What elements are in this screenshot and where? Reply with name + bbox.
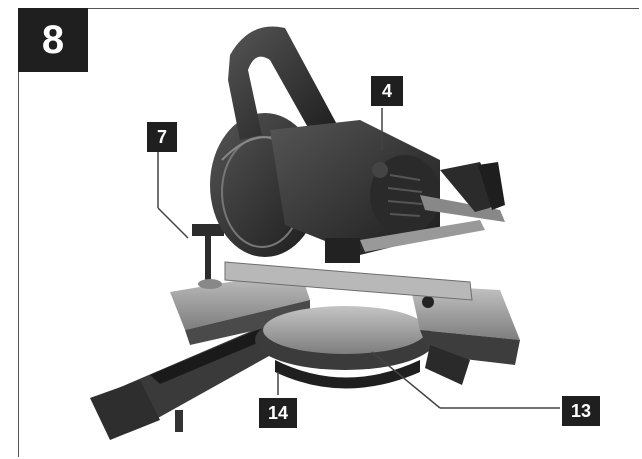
base-left-wing <box>170 270 310 330</box>
leader-13 <box>371 351 441 409</box>
fence <box>224 261 473 301</box>
figure-number: 8 <box>18 8 88 72</box>
rail-clamp-knob <box>175 410 183 432</box>
slide-rail-lower <box>360 220 485 252</box>
right-foot <box>425 345 470 385</box>
turntable <box>263 306 427 354</box>
motor-vents <box>387 174 423 217</box>
motor-brush-cap <box>372 162 388 178</box>
turntable-scale <box>275 360 420 389</box>
handle <box>228 26 340 141</box>
leader-7b <box>157 207 189 239</box>
hold-down-foot <box>198 279 222 289</box>
slide-rail-upper <box>420 195 505 222</box>
laser-module <box>325 238 360 263</box>
hold-down-post <box>205 232 211 282</box>
rear-grip <box>478 162 505 210</box>
callout-7: 7 <box>147 122 177 152</box>
callout-4: 4 <box>371 76 403 106</box>
bevel-lock-knob <box>422 296 434 308</box>
figure-frame <box>18 8 639 457</box>
callout-13: 13 <box>562 396 600 426</box>
callout-14: 14 <box>259 398 297 428</box>
hold-down-arm <box>192 224 224 236</box>
base-right-wing <box>410 285 520 340</box>
base-left-edge <box>185 300 310 345</box>
rail-end-cap <box>90 380 160 440</box>
motor-end-cap <box>370 155 440 235</box>
